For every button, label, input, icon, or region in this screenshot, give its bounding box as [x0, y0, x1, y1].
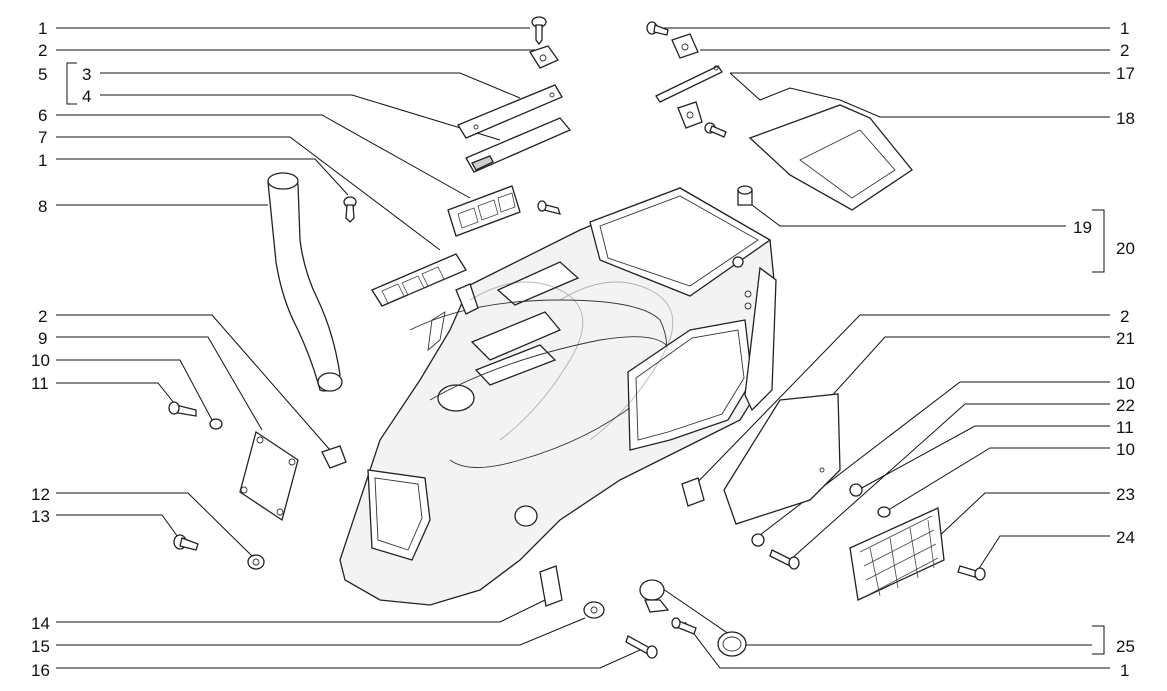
hose-part [267, 172, 343, 392]
washer-icon [877, 506, 891, 518]
callout-8: 8 [38, 197, 47, 216]
callout-2: 2 [38, 307, 47, 326]
screw-icon [173, 534, 199, 551]
clip-icon [529, 45, 559, 69]
callout-20: 20 [1116, 239, 1135, 258]
washer-icon [583, 601, 605, 619]
callout-14: 14 [31, 614, 50, 633]
screw-icon [537, 200, 561, 215]
callout-10: 10 [1116, 440, 1135, 459]
callout-23: 23 [1116, 485, 1135, 504]
knob-19 [737, 185, 753, 206]
clip-icon [321, 445, 347, 469]
callout-16: 16 [31, 661, 50, 680]
washer-icon [751, 533, 765, 547]
callout-11: 11 [1116, 418, 1134, 437]
callout-7: 7 [38, 128, 47, 147]
screw-icon [625, 635, 658, 659]
callout-4: 4 [82, 87, 91, 106]
callout-21: 21 [1116, 329, 1135, 348]
grille-6 [447, 185, 521, 237]
watermark-logo [469, 281, 674, 441]
socket-icon [639, 579, 670, 613]
nut-icon [849, 483, 863, 497]
right-callouts: 1 2 17 18 19 20 2 21 10 22 11 10 23 24 2… [1073, 19, 1135, 680]
bracket-20 [1092, 209, 1105, 273]
side-panel-21 [723, 393, 841, 525]
cover-strip-4 [465, 117, 572, 173]
mesh-grille-23 [849, 507, 945, 601]
screw-icon [343, 196, 357, 223]
callout-19: 19 [1073, 218, 1092, 237]
cap-ring-icon [717, 631, 747, 657]
callout-17: 17 [1116, 64, 1135, 83]
clip-icon [677, 101, 703, 129]
screw-icon [168, 401, 197, 417]
callout-2: 2 [1120, 41, 1129, 60]
clip-icon [671, 33, 699, 59]
callout-1: 1 [1120, 19, 1129, 38]
clip-icon [539, 565, 563, 607]
callout-22: 22 [1116, 396, 1135, 415]
callout-12: 12 [31, 485, 50, 504]
callout-24: 24 [1116, 528, 1135, 547]
washer-icon [209, 418, 223, 430]
callout-3: 3 [82, 65, 91, 84]
callout-5: 5 [38, 65, 47, 84]
screw-icon [531, 16, 547, 46]
screw-icon [671, 617, 697, 635]
callout-15: 15 [31, 637, 50, 656]
callout-2: 2 [1120, 307, 1129, 326]
left-callouts: 1 2 5 3 4 6 7 1 8 2 9 10 11 12 13 14 15 … [31, 19, 91, 680]
cover-plate-9 [239, 430, 299, 522]
callout-6: 6 [38, 106, 47, 125]
main-console-body [339, 187, 777, 606]
lid-18 [748, 104, 913, 211]
callout-1: 1 [1120, 661, 1129, 680]
washer-icon [247, 554, 265, 570]
screw-icon [704, 122, 727, 138]
screw-icon [769, 549, 800, 570]
rail-17 [655, 65, 723, 103]
callout-25: 25 [1116, 637, 1135, 656]
callout-10: 10 [1116, 374, 1135, 393]
callout-2: 2 [38, 41, 47, 60]
clip-icon [681, 477, 705, 507]
bracket-5 [66, 62, 77, 105]
cover-strip-3 [457, 84, 563, 139]
callout-18: 18 [1116, 109, 1135, 128]
callout-9: 9 [38, 329, 47, 348]
callout-11: 11 [31, 374, 49, 393]
callout-10: 10 [31, 351, 50, 370]
callout-1: 1 [38, 151, 47, 170]
screw-icon [957, 565, 986, 581]
bracket-25 [1092, 625, 1105, 655]
screw-icon [646, 21, 669, 36]
callout-13: 13 [31, 507, 50, 526]
grille-7 [371, 253, 467, 307]
callout-1: 1 [38, 19, 47, 38]
left-leader-lines [56, 27, 641, 669]
